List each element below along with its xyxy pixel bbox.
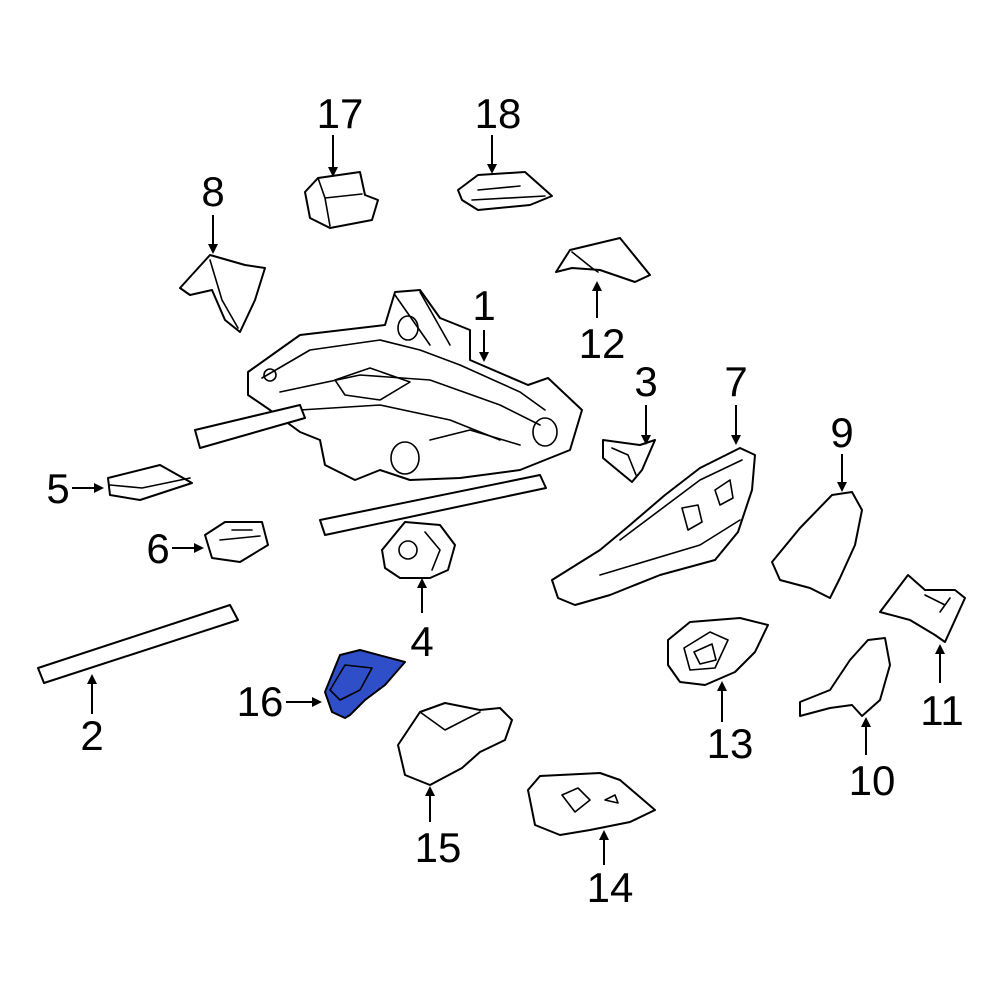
label-part-1: 1 <box>472 282 495 329</box>
part-5-cap[interactable] <box>107 464 193 501</box>
part-1-seat-frame[interactable] <box>194 289 583 536</box>
part-16-cover-highlighted[interactable] <box>324 649 406 719</box>
label-part-17: 17 <box>317 90 364 137</box>
label-part-12: 12 <box>579 320 626 367</box>
label-part-13: 13 <box>707 720 754 767</box>
label-part-16: 16 <box>237 678 284 725</box>
label-part-6: 6 <box>146 525 169 572</box>
label-part-10: 10 <box>849 757 896 804</box>
label-part-18: 18 <box>475 90 522 137</box>
part-6-block[interactable] <box>204 521 269 563</box>
part-8-bracket[interactable] <box>179 254 266 333</box>
label-part-14: 14 <box>587 864 634 911</box>
part-10-trim[interactable] <box>799 637 891 717</box>
callout-arrows <box>72 135 945 865</box>
part-2-rail[interactable] <box>37 604 239 684</box>
label-part-5: 5 <box>46 465 69 512</box>
part-17-block[interactable] <box>304 171 379 229</box>
part-13-cover[interactable] <box>667 617 769 686</box>
callout-numbers: 1 2 3 4 5 6 7 8 9 10 11 12 13 14 15 16 1… <box>46 90 963 911</box>
part-12-bracket[interactable] <box>555 237 651 283</box>
part-15-cover[interactable] <box>397 702 513 786</box>
part-11-bracket[interactable] <box>879 574 966 643</box>
label-part-8: 8 <box>201 168 224 215</box>
label-part-7: 7 <box>724 358 747 405</box>
label-part-3: 3 <box>634 358 657 405</box>
label-part-4: 4 <box>410 618 433 665</box>
part-7-side-shield[interactable] <box>551 447 756 606</box>
label-part-15: 15 <box>415 824 462 871</box>
part-4-bracket[interactable] <box>381 521 456 579</box>
label-part-11: 11 <box>920 687 964 734</box>
label-part-2: 2 <box>80 712 103 759</box>
label-part-9: 9 <box>830 409 853 456</box>
part-14-trim[interactable] <box>527 772 656 836</box>
part-9-cover[interactable] <box>771 491 863 599</box>
part-18-bracket[interactable] <box>457 171 553 211</box>
part-3-bracket[interactable] <box>602 439 656 483</box>
